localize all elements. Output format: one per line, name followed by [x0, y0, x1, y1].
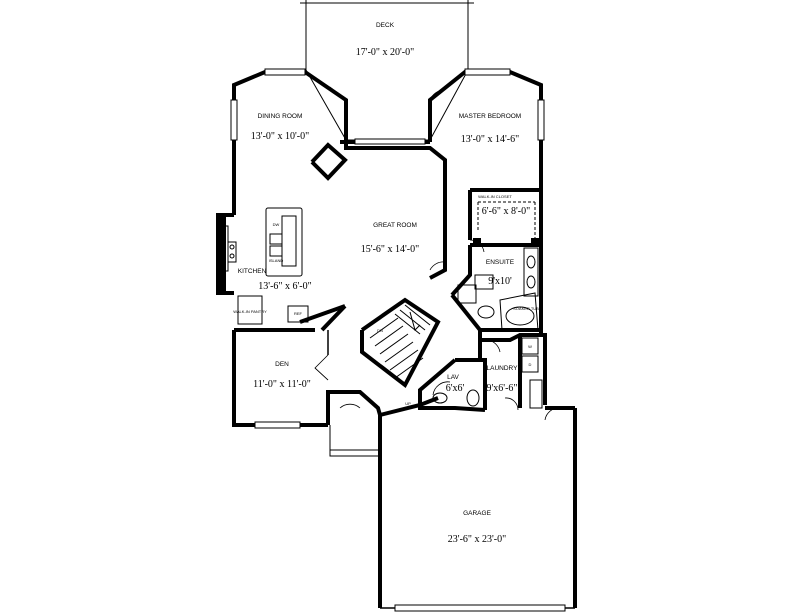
den-dimensions: 11'-0" x 11'-0": [253, 379, 311, 390]
pantry-label: WALK-IN PANTRY: [233, 309, 267, 314]
walkin-closet-label: WALK-IN CLOSET: [478, 194, 512, 199]
laundry-label: LAUNDRY: [487, 365, 519, 372]
room-labels: DECK 17'-0" x 20'-0" DINING ROOM 13'-0" …: [238, 22, 530, 545]
stair-up-label: UP: [405, 401, 411, 406]
dining-room-dimensions: 13'-0" x 10'-0": [251, 131, 309, 142]
ensuite-label: ENSUITE: [486, 259, 515, 266]
deck-dimensions: 17'-0" x 20'-0": [356, 47, 414, 58]
walkin-closet-dimensions: 6'-6" x 8'-0": [482, 206, 530, 217]
lav-label: LAV: [447, 374, 459, 381]
fixture-labels: ISLAND DW REF WALK-IN PANTRY SOAKER TUB …: [233, 222, 539, 406]
front-step: [329, 425, 380, 457]
stair-dn-label: DN: [377, 328, 383, 333]
washer-label: W: [528, 344, 532, 349]
kitchen-fixtures: [218, 207, 309, 325]
dryer-label: D: [529, 362, 532, 367]
deck-label: DECK: [376, 22, 395, 29]
garage-label: GARAGE: [463, 510, 491, 517]
ensuite-dimensions: 9'x10': [488, 276, 512, 287]
dining-room-label: DINING ROOM: [258, 113, 303, 120]
great-room-dimensions: 15'-6" x 14'-0": [361, 244, 419, 255]
laundry-dimensions: 9'x6'-6": [486, 383, 517, 394]
den-label: DEN: [275, 361, 289, 368]
master-bedroom-dimensions: 13'-0" x 14'-6": [461, 134, 519, 145]
stairs: [369, 304, 431, 379]
ref-label: REF: [294, 311, 303, 316]
deck: [300, 0, 474, 141]
island-label: ISLAND: [269, 258, 284, 263]
master-bedroom-label: MASTER BEDROOM: [459, 113, 521, 120]
garage-dimensions: 23'-6" x 23'-0": [448, 534, 506, 545]
soaker-tub-label: SOAKER TUB: [513, 306, 539, 311]
lav-dimensions: 6'x6': [446, 383, 465, 394]
doors: [314, 86, 561, 421]
kitchen-dimensions: 13'-6" x 6'-0": [258, 281, 311, 292]
closet-rods: [477, 201, 536, 240]
dw-label: DW: [273, 222, 280, 227]
great-room-label: GREAT ROOM: [373, 222, 417, 229]
kitchen-label: KITCHEN: [238, 268, 267, 275]
ensuite-fixtures: [457, 238, 539, 331]
lav-laundry-fixtures: [432, 337, 543, 409]
